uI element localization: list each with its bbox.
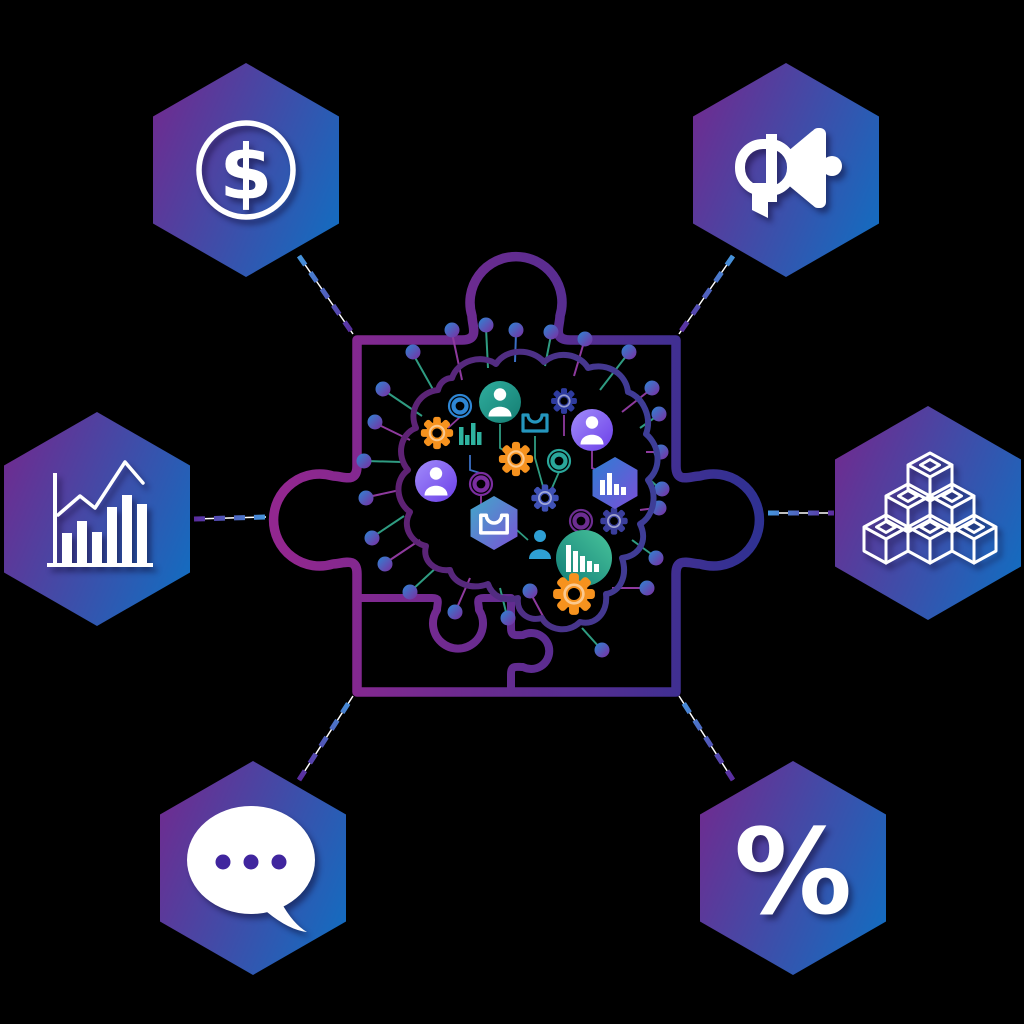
gear-icon — [530, 483, 560, 513]
megaphone-icon — [735, 128, 842, 218]
brain-circuit-icon — [395, 348, 661, 633]
hexagon-bar-chart-badge — [592, 457, 638, 509]
hexagon-percent: % — [700, 761, 886, 975]
hexagon-tray-badge — [470, 496, 518, 550]
percent-glyph: % — [734, 803, 852, 941]
person-icon — [529, 530, 551, 559]
hexagon-megaphone — [693, 63, 879, 277]
brain-icons — [415, 381, 638, 617]
bar-chart-trend-icon — [47, 460, 153, 567]
dollar-sign-icon: $ — [196, 120, 296, 220]
user-avatar-icon — [571, 409, 613, 451]
gear-icon — [551, 571, 597, 617]
percent-icon: % — [734, 803, 852, 941]
connector-bottom-right — [676, 694, 736, 782]
gear-icon — [599, 506, 629, 536]
connector-top-left — [296, 254, 356, 336]
hexagon-dollar: $ — [153, 63, 339, 277]
gear-icon — [419, 415, 455, 451]
dollar-glyph: $ — [220, 128, 273, 217]
gear-icon — [497, 440, 535, 478]
connector-top-right — [676, 254, 736, 336]
gear-icon — [550, 387, 578, 415]
connector-lines — [193, 254, 834, 782]
ring-icon — [548, 450, 570, 472]
ring-icon — [570, 510, 592, 532]
descending-bars-circle-icon — [556, 530, 612, 586]
hexagon-cubes — [835, 406, 1021, 620]
container-tray-icon — [521, 413, 549, 433]
user-avatar-icon — [479, 381, 521, 423]
hexagon-bar-chart — [4, 412, 190, 626]
connector-left — [193, 514, 267, 522]
ring-icon — [449, 395, 471, 417]
connector-bottom-left — [296, 694, 356, 782]
puzzle-piece-icon — [268, 251, 765, 697]
user-avatar-icon — [415, 460, 457, 502]
puzzle-inner-cut — [353, 594, 554, 696]
chat-bubble-icon — [187, 806, 315, 932]
ring-icon — [470, 473, 492, 495]
mini-bar-chart-icon — [459, 423, 482, 445]
hexagon-chat — [160, 761, 346, 975]
